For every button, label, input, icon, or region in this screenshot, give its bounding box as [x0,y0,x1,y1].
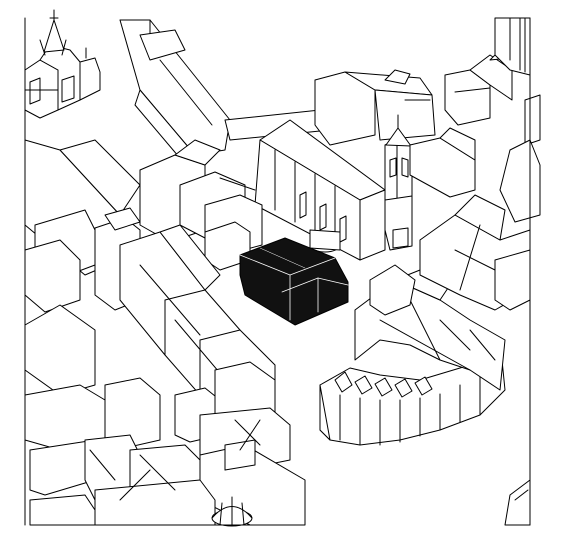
street-block-north [119,19,331,171]
east-buildings [314,17,531,146]
church-nave [254,119,386,261]
cathedral-spire [24,9,101,119]
corner-fragment-northeast [519,17,526,73]
central-west-blocks [139,139,263,271]
highlighted-building [239,237,349,326]
crop-lines [24,17,531,526]
street-block-south [29,407,306,526]
church-tower [384,114,413,251]
curved-building-block [319,339,506,446]
mid-east-blocks [369,194,531,316]
domed-kiosk [199,496,266,527]
